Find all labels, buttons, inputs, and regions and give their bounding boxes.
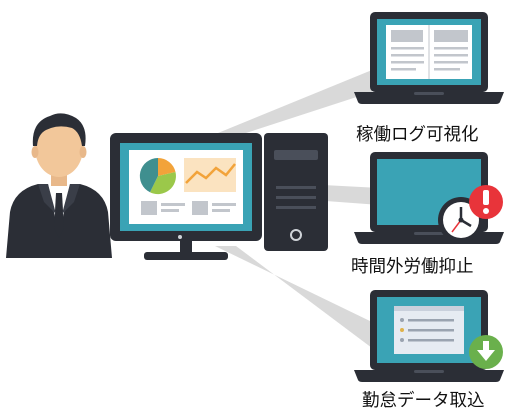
laptop-download-icon [354, 290, 504, 382]
alert-icon [469, 185, 503, 219]
node-label-log: 稼働ログ可視化 [356, 125, 479, 145]
node-label-import: 勤怠データ取込 [362, 391, 485, 411]
computer-tower [264, 133, 328, 251]
download-icon [469, 335, 503, 369]
node-label-overtime: 時間外労働抑止 [351, 257, 474, 277]
pie-chart-icon [139, 157, 176, 195]
laptop-clock-alert-icon [354, 152, 504, 244]
connector-to-log [218, 70, 372, 133]
area-chart-icon [184, 158, 236, 192]
laptop-document-icon [354, 12, 504, 104]
desktop-computer-icon [110, 133, 262, 260]
connector-to-import [215, 246, 372, 348]
businessman-icon [6, 113, 112, 258]
